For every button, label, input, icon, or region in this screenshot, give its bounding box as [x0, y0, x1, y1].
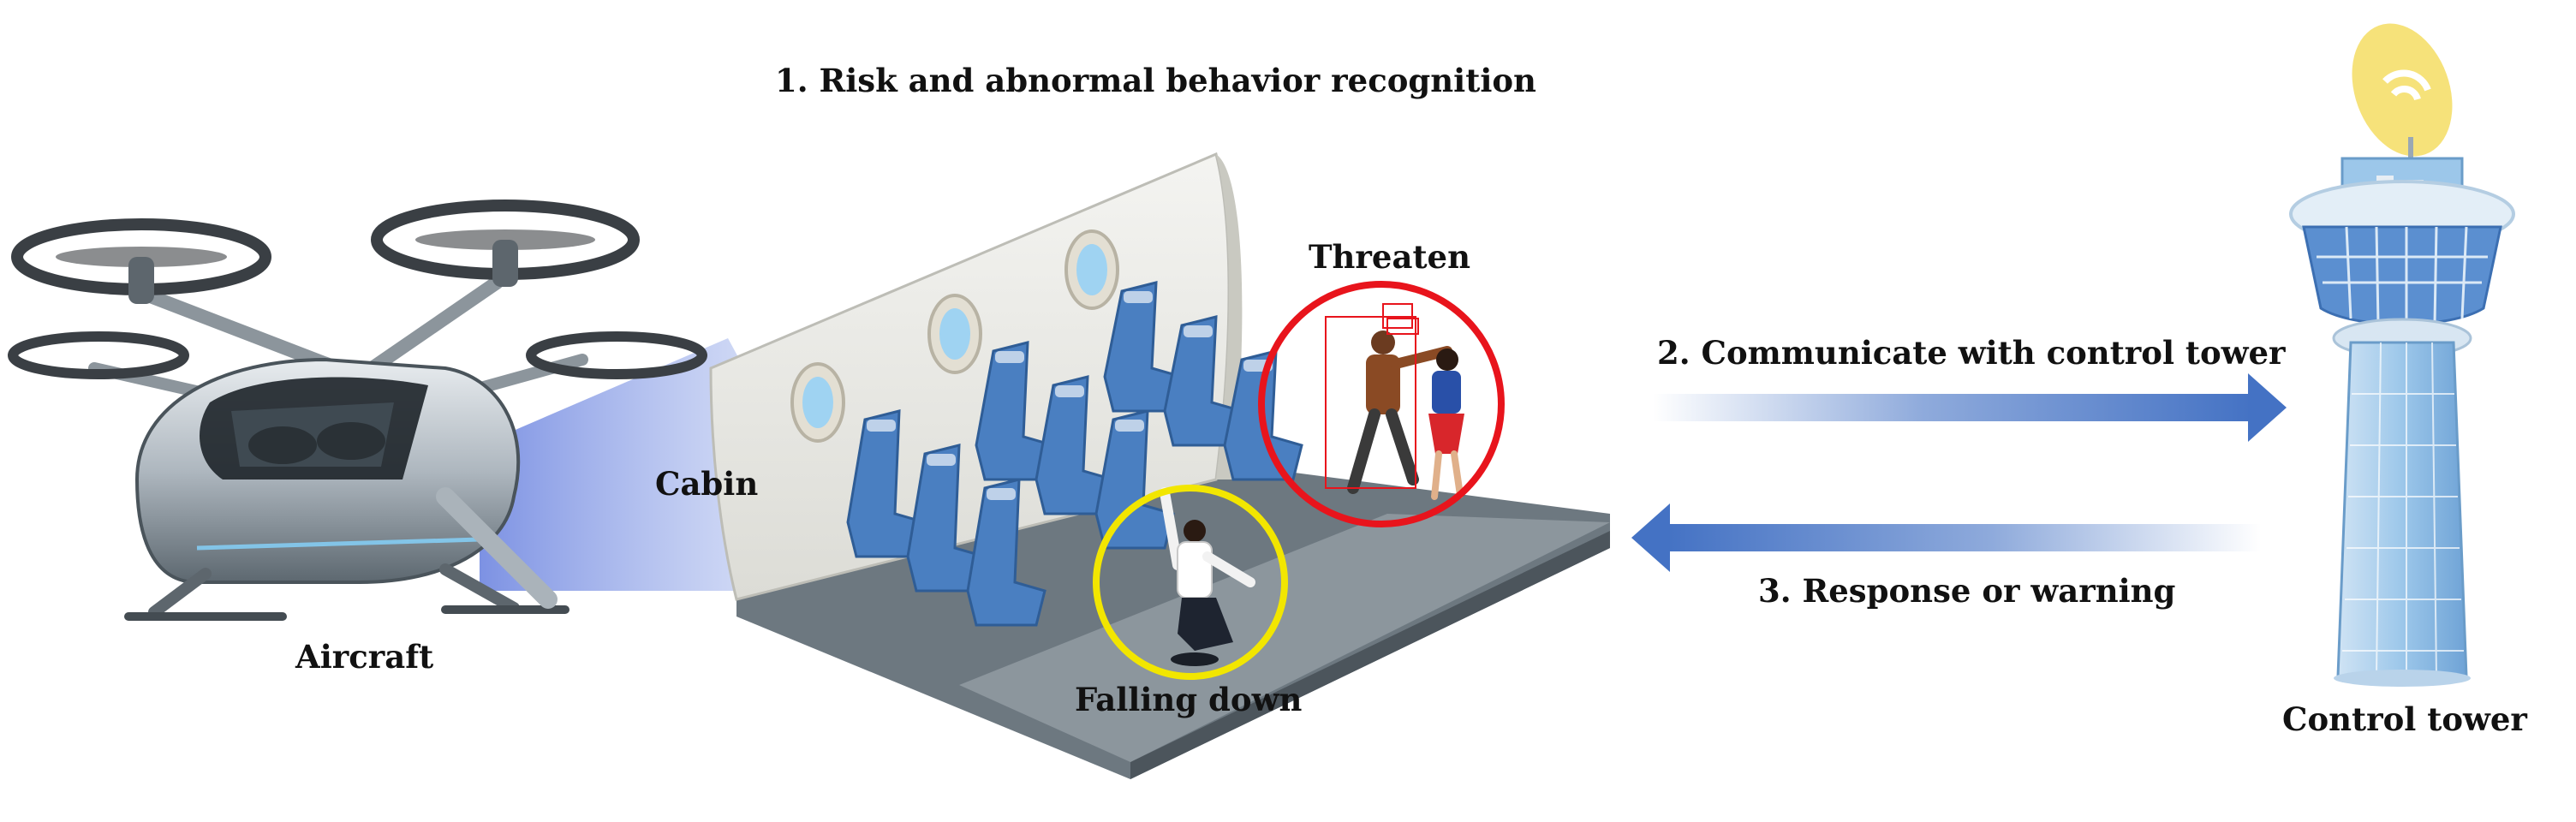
person-icon	[1347, 331, 1452, 494]
cabin-illustration	[709, 152, 1610, 779]
threat-highlight-circle	[1258, 281, 1505, 527]
diagram-title: 1. Risk and abnormal behavior recognitio…	[775, 62, 1536, 99]
falling-scene	[1093, 485, 1288, 680]
arrow-right-icon	[1653, 373, 2287, 442]
arrow-left-icon	[1631, 503, 2261, 572]
response-label: 3. Response or warning	[1758, 572, 2176, 610]
communicate-label: 2. Communicate with control tower	[1657, 334, 2286, 372]
person-icon	[1428, 348, 1464, 500]
control-tower-icon	[2289, 23, 2515, 687]
threaten-scene	[1258, 281, 1505, 527]
airplane-seat-icon	[846, 281, 1303, 627]
cabin-label: Cabin	[655, 465, 759, 503]
window-icon	[790, 229, 1119, 443]
person-icon	[1160, 487, 1255, 666]
fall-highlight-circle	[1093, 485, 1288, 680]
threaten-label: Threaten	[1309, 238, 1470, 276]
aircraft-label: Aircraft	[295, 638, 434, 676]
falling-down-label: Falling down	[1075, 681, 1303, 718]
control-tower-label: Control tower	[2282, 700, 2527, 738]
